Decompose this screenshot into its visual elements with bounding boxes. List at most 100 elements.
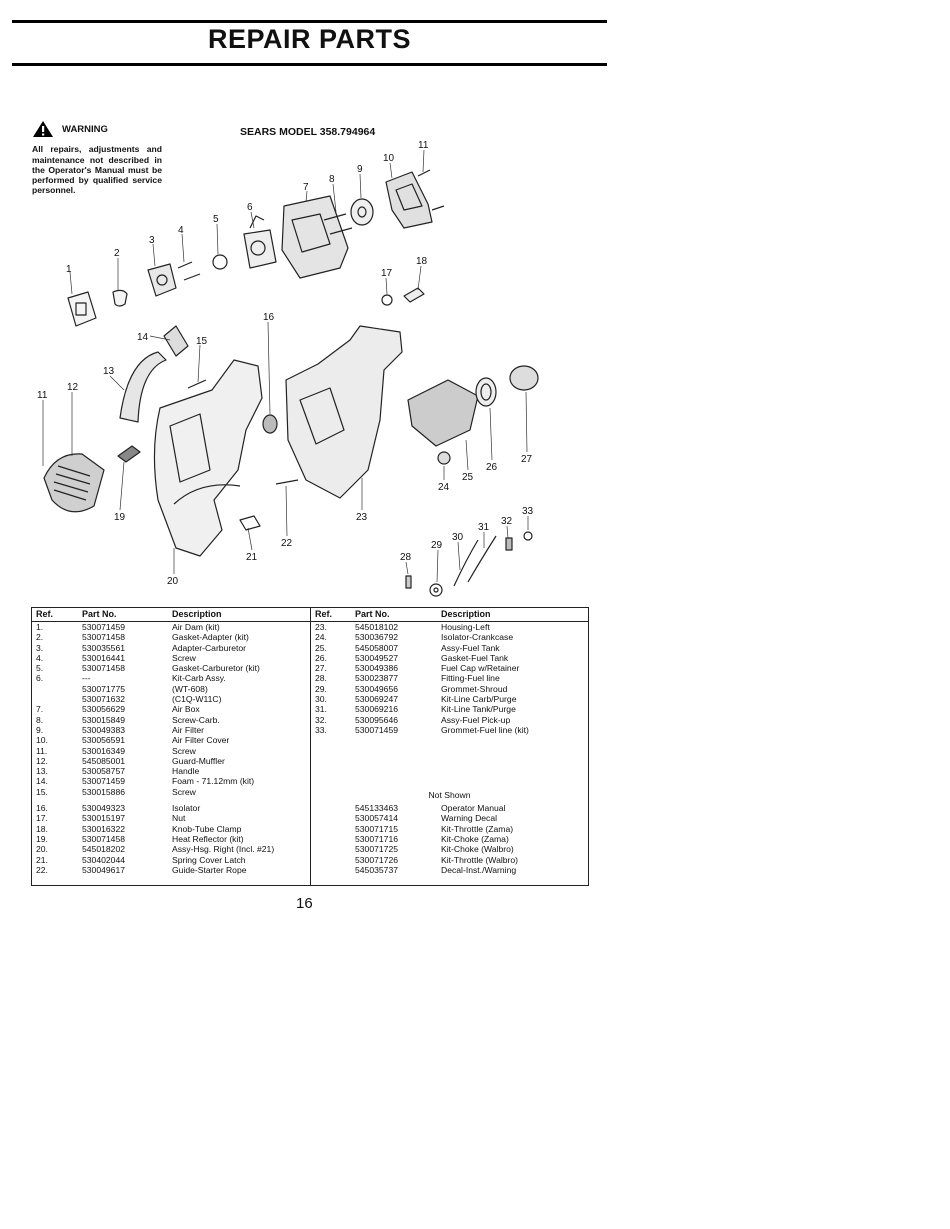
ref-cell: 5.	[36, 663, 44, 674]
page-number: 16	[296, 895, 313, 912]
description-cell	[437, 776, 589, 786]
part-no-cell: 530071715	[355, 823, 399, 834]
callout-26: 26	[486, 462, 498, 473]
callout-16: 16	[263, 312, 275, 323]
ref-cell	[310, 823, 351, 834]
top-rule	[12, 20, 607, 23]
description-cell: (WT-608)	[172, 683, 208, 694]
ref-cell: 19.	[36, 833, 48, 844]
ref-cell: 4.	[36, 652, 44, 663]
description-cell: Kit-Choke (Walbro)	[441, 844, 514, 855]
description-cell: Kit-Line Tank/Purge	[441, 704, 516, 715]
description-cell: Kit-Throttle (Zama)	[441, 823, 514, 834]
header-ref: Ref.	[31, 607, 78, 622]
ref-cell	[310, 833, 351, 845]
ref-cell: 33.	[310, 724, 351, 736]
part-no-cell: 530049383	[82, 724, 126, 735]
part-no-cell: 530071725	[355, 844, 399, 855]
part-no-cell: 530035561	[82, 642, 126, 653]
ref-cell: 26.	[310, 652, 351, 664]
part-no-cell: 530036792	[355, 632, 399, 643]
part-no-cell: 530402044	[82, 854, 126, 865]
description-cell: Assy-Fuel Tank	[441, 642, 500, 653]
callout-17: 17	[381, 268, 393, 279]
part-no-cell: 530049527	[355, 652, 399, 663]
description-cell	[437, 756, 589, 766]
title-underline	[12, 63, 607, 66]
parts-table: Ref. Part No. Description Ref. Part No. …	[31, 607, 589, 887]
spacer-cell	[32, 875, 79, 886]
ref-cell: 9.	[36, 724, 44, 735]
description-cell: Isolator	[172, 803, 201, 814]
part-no-cell: 530049617	[82, 864, 126, 875]
part-no-cell: 530095646	[355, 714, 399, 725]
ref-cell: 2.	[36, 632, 44, 643]
part-no-cell: 530015849	[82, 714, 126, 725]
description-cell: Grommet-Shroud	[441, 683, 508, 694]
ref-cell: 25.	[310, 642, 351, 653]
ref-cell: 28.	[310, 673, 351, 684]
part-no-cell: 530071458	[82, 663, 126, 674]
parts-table-header: Ref. Part No. Description Ref. Part No. …	[31, 607, 589, 622]
part-no-cell: 530049386	[355, 663, 399, 674]
callout-27: 27	[521, 454, 533, 465]
callout-22: 22	[281, 538, 293, 549]
description-cell: Kit-Carb Assy.	[172, 673, 226, 684]
spacer-cell	[351, 875, 437, 886]
ref-cell: 21.	[36, 854, 48, 865]
part-no-cell: 530049656	[355, 683, 399, 694]
ref-cell: 10.	[36, 735, 48, 746]
description-cell: Air Dam (kit)	[172, 622, 220, 632]
ref-cell: 1.	[36, 622, 44, 632]
description-cell: Assy-Fuel Pick-up	[441, 714, 511, 725]
ref-cell: 32.	[310, 714, 351, 725]
header-description-2: Description	[437, 607, 589, 622]
table-row: 11. 530016349 Screw	[32, 745, 589, 756]
part-no-cell: 530069216	[355, 704, 399, 715]
callout-5: 5	[213, 214, 219, 225]
part-no-cell: 530071726	[355, 854, 399, 865]
description-cell: Screw	[172, 745, 196, 756]
description-cell	[437, 766, 589, 776]
description-cell: Operator Manual	[441, 803, 506, 814]
callout-14: 14	[137, 332, 149, 343]
ref-cell: 23.	[310, 621, 351, 633]
callout-19: 19	[114, 512, 126, 523]
model-number: SEARS MODEL 358.794964	[240, 126, 376, 138]
spacer-cell	[78, 875, 168, 886]
ref-cell: 11.	[36, 745, 48, 756]
part-no-cell: 530016322	[82, 823, 126, 834]
warning-block: WARNING All repairs, adjustments and mai…	[32, 120, 162, 196]
ref-cell: 15.	[36, 786, 48, 797]
callout-1: 1	[66, 264, 72, 275]
part-no-cell: 530015886	[82, 786, 126, 797]
description-cell: Air Filter Cover	[172, 735, 230, 746]
description-cell: Gasket-Carburetor (kit)	[172, 663, 260, 674]
header-part-no: Part No.	[78, 607, 168, 622]
exploded-parts-diagram: 1 2 3 4 5 6 7 8 9 10 11 11 12 13 14 15 1…	[37, 140, 539, 597]
description-cell: Warning Decal	[441, 813, 498, 824]
part-no-cell: 530058757	[82, 766, 126, 777]
ref-cell	[32, 684, 79, 694]
callout-11-top: 11	[418, 140, 429, 151]
description-cell: Grommet-Fuel line (kit)	[441, 724, 529, 735]
callout-6: 6	[247, 202, 253, 213]
part-no-cell: 545018202	[82, 844, 126, 855]
description-cell: Gasket-Adapter (kit)	[172, 632, 249, 643]
part-no-cell: 530057414	[355, 813, 399, 824]
part-no-cell: 530071632	[82, 694, 126, 705]
part-no-cell	[351, 766, 437, 776]
part-no-cell: 530049323	[82, 803, 126, 814]
part-no-cell: 545035737	[355, 864, 399, 875]
description-cell: Decal-Inst./Warning	[441, 864, 517, 875]
part-no-cell: 530071459	[82, 776, 126, 787]
part-no-cell	[351, 735, 437, 745]
callout-3: 3	[149, 235, 155, 246]
part-no-cell: 530016349	[82, 745, 126, 756]
